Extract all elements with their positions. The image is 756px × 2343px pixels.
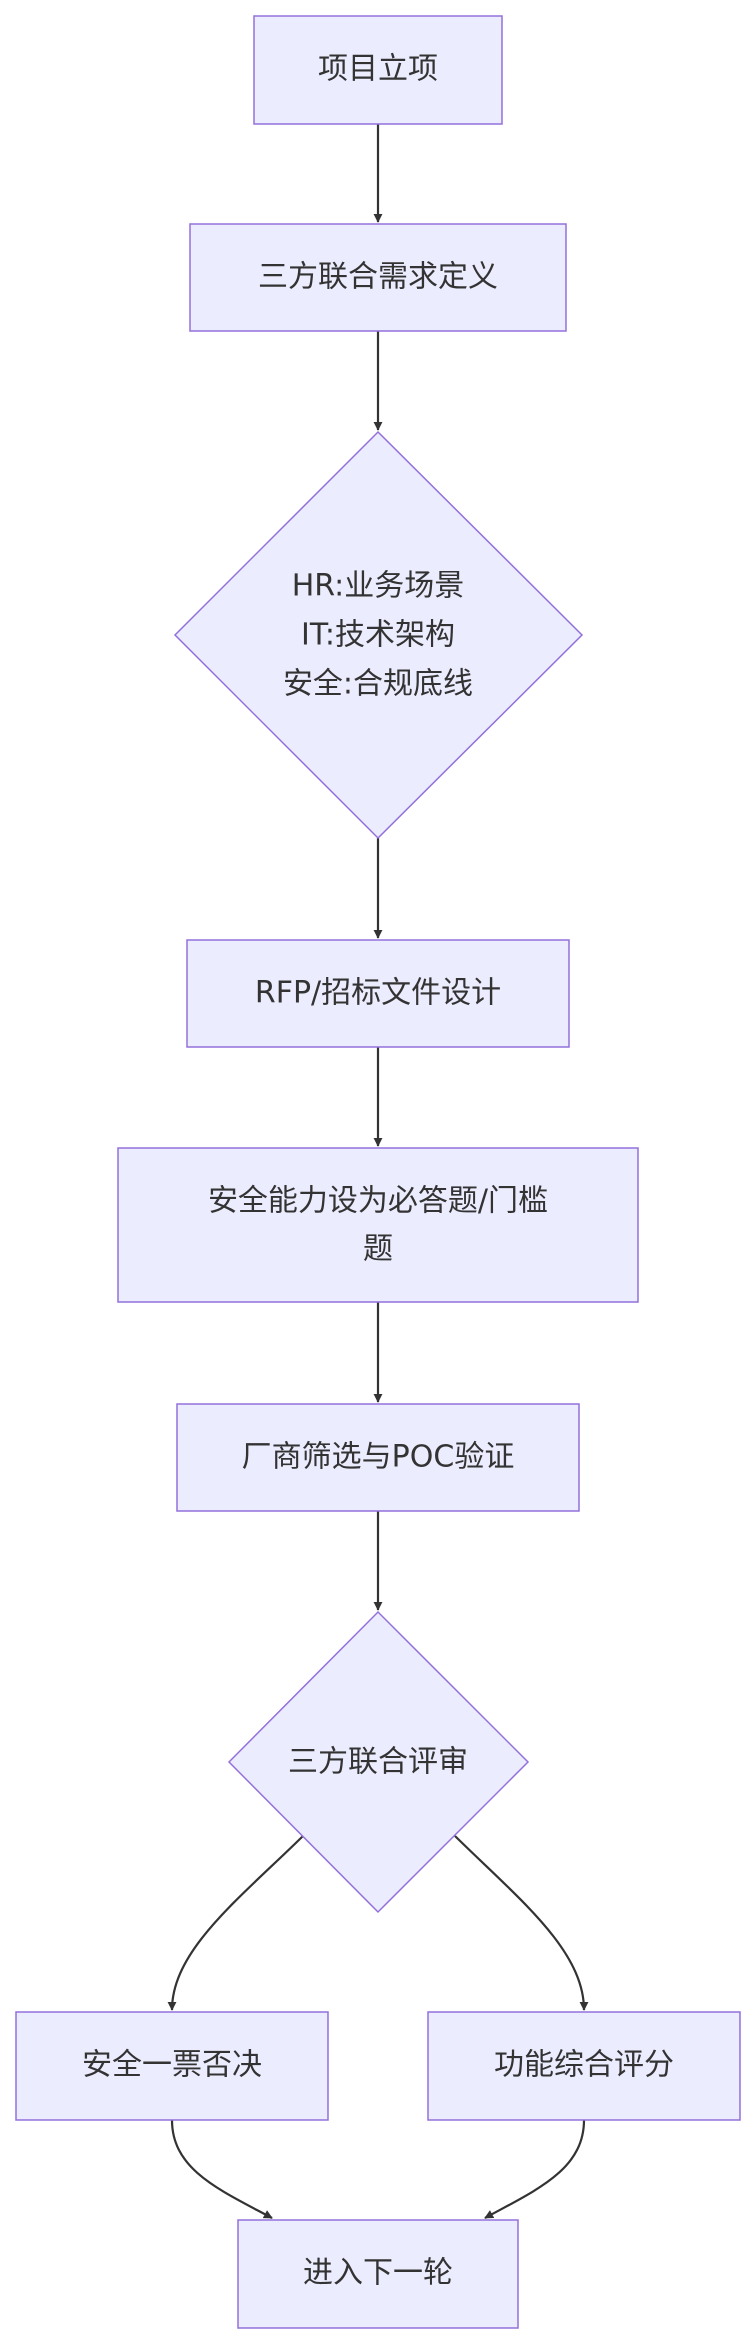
node-next-round-label: 进入下一轮 (303, 2256, 453, 2291)
role-security-label: 安全:合规底线 (283, 667, 473, 702)
node-project-initiation-label: 项目立项 (318, 52, 438, 87)
edge-review-to-scoring (454, 1835, 589, 2011)
node-security-threshold: 安全能力设为必答题/门槛 题 (117, 1147, 639, 1303)
node-joint-requirements: 三方联合需求定义 (189, 223, 567, 332)
node-security-threshold-line2: 题 (363, 1232, 393, 1267)
edge-review-to-veto (167, 1835, 304, 2011)
node-project-initiation: 项目立项 (253, 15, 503, 125)
node-security-veto: 安全一票否决 (15, 2011, 329, 2121)
node-functional-scoring: 功能综合评分 (427, 2011, 741, 2121)
edge-scoring-to-next (484, 2119, 586, 2219)
node-vendor-screening-label: 厂商筛选与POC验证 (242, 1440, 515, 1475)
decision-joint-review-label: 三方联合评审 (288, 1745, 468, 1780)
decision-joint-review: 三方联合评审 (227, 1610, 530, 1914)
role-hr-label: HR:业务场景 (292, 569, 465, 604)
edge-veto-to-next (170, 2119, 273, 2219)
role-it-label: IT:技术架构 (301, 618, 455, 653)
node-rfp-design: RFP/招标文件设计 (186, 939, 570, 1048)
node-security-veto-label: 安全一票否决 (82, 2048, 262, 2083)
node-functional-scoring-label: 功能综合评分 (494, 2048, 674, 2083)
edges (167, 124, 589, 2219)
node-security-threshold-line1: 安全能力设为必答题/门槛 (208, 1184, 548, 1219)
node-rfp-design-label: RFP/招标文件设计 (255, 976, 501, 1011)
node-vendor-screening: 厂商筛选与POC验证 (176, 1403, 580, 1512)
decision-stakeholder-roles: HR:业务场景 IT:技术架构 安全:合规底线 (173, 430, 584, 840)
node-joint-requirements-label: 三方联合需求定义 (258, 260, 498, 295)
node-next-round: 进入下一轮 (237, 2219, 519, 2329)
